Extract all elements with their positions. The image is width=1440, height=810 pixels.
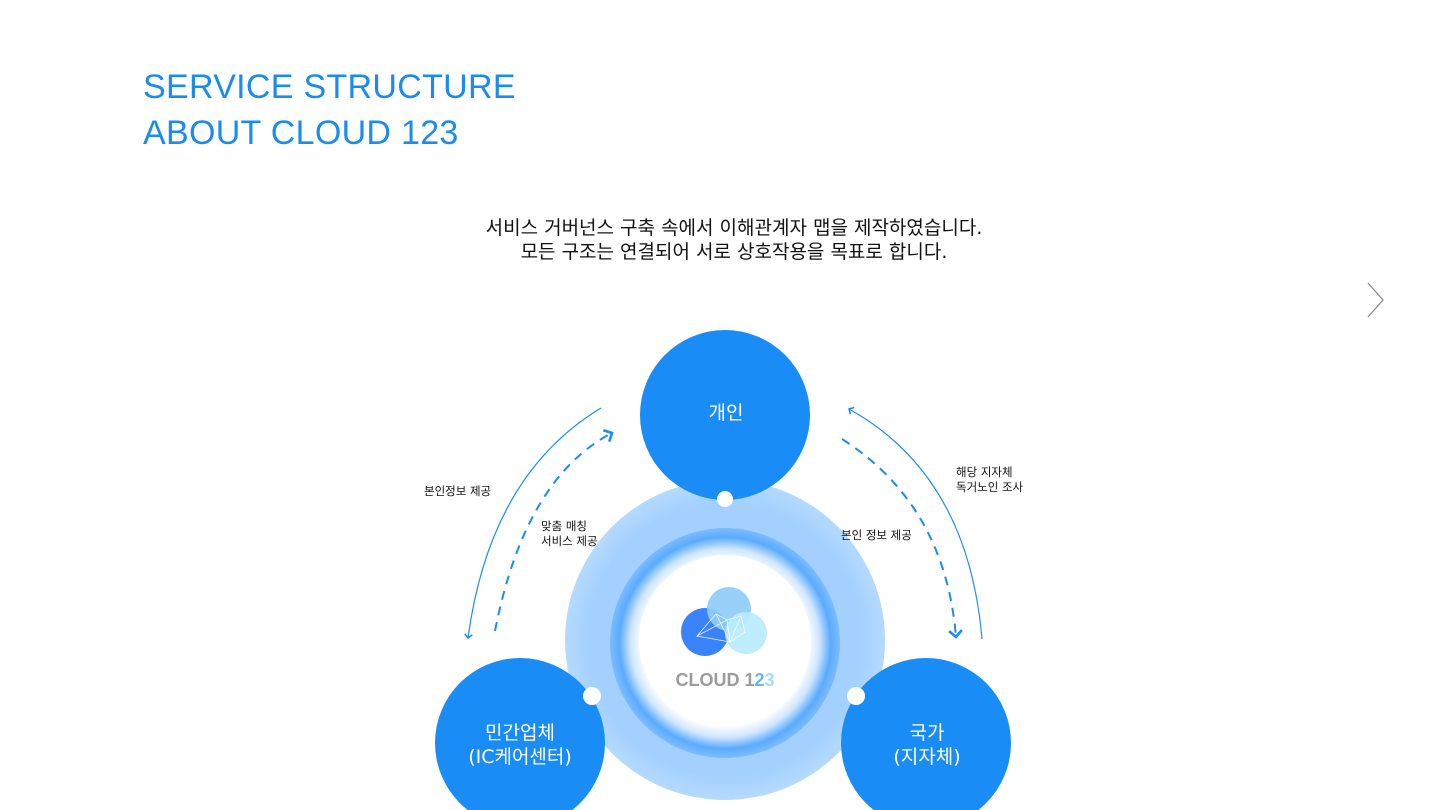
heading-line-2: ABOUT CLOUD 123 (143, 114, 459, 152)
arrow-individual-to-private (464, 407, 602, 640)
intro-line-2: 모든 구조는 연결되어 서로 상호작용을 목표로 합니다. (520, 241, 948, 263)
arrow-private-to-individual (494, 429, 614, 632)
chevron-right-icon (1367, 282, 1384, 318)
logo-text: CLOUD 123 (675, 670, 774, 690)
logo-text-2: 2 (754, 670, 764, 690)
cloud-logo-icon (681, 587, 767, 656)
label-right-inner: 본인 정보 제공 (841, 528, 912, 542)
section-heading: SERVICE STRUCTURE ABOUT CLOUD 123 (143, 64, 516, 156)
logo-text-3: 3 (765, 670, 775, 690)
node-state-line-2: (지자체) (893, 746, 960, 768)
logo-text-cloud-1: CLOUD 1 (675, 670, 754, 690)
connector-dot-top (717, 491, 733, 507)
label-right-outer-1: 해당 지자체 (956, 465, 1013, 479)
label-left-inner-2: 서비스 제공 (541, 534, 598, 548)
node-state: 국가 (지자체) (841, 658, 1011, 810)
connector-dot-left (583, 687, 601, 705)
node-individual: 개인 (640, 330, 810, 500)
label-left-outer: 본인정보 제공 (424, 484, 491, 498)
node-private-line-1: 민간업체 (485, 722, 555, 744)
next-slide-button[interactable] (1364, 282, 1386, 318)
node-individual-label: 개인 (709, 402, 744, 424)
label-right-outer-2: 독거노인 조사 (956, 480, 1024, 494)
node-private: 민간업체 (IC케어센터) (435, 658, 605, 810)
node-state-line-1: 국가 (910, 722, 945, 744)
label-left-inner-1: 맞춤 매칭 (541, 519, 587, 533)
arrow-state-to-individual (848, 406, 983, 640)
node-private-line-2: (IC케어센터) (468, 746, 572, 768)
connector-dot-right (847, 687, 865, 705)
arrow-individual-to-state (841, 438, 963, 639)
heading-line-1: SERVICE STRUCTURE (143, 68, 516, 106)
intro-line-1: 서비스 거버넌스 구축 속에서 이해관계자 맵을 제작하였습니다. (485, 217, 983, 239)
intro-text: 서비스 거버넌스 구축 속에서 이해관계자 맵을 제작하였습니다. 모든 구조는… (0, 216, 1440, 264)
